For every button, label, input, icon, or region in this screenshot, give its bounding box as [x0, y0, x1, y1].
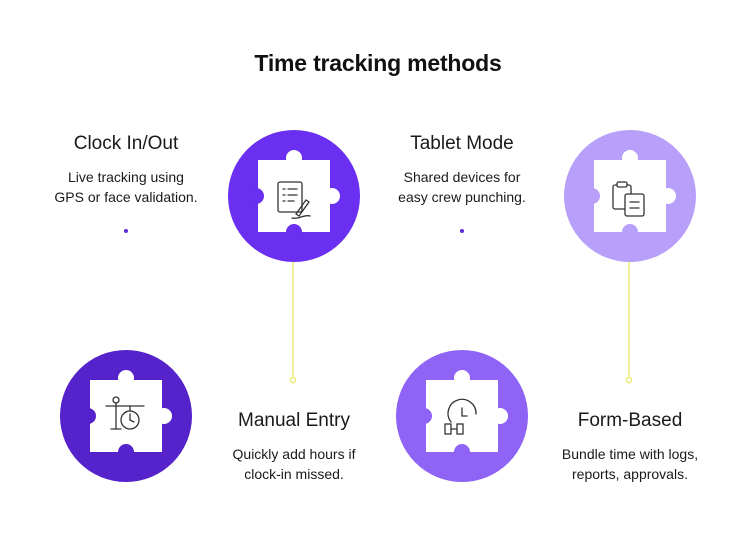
clipboard-copy-icon: [612, 181, 645, 217]
method-circle-form-based: [396, 350, 528, 482]
puzzle-piece-icon: [80, 370, 172, 460]
bullet-dot: [460, 229, 464, 233]
method-circle-tablet-mode: [564, 130, 696, 262]
page-title: Time tracking methods: [254, 50, 502, 76]
method-description-tablet-mode: Shared devices for easy crew punching.: [398, 169, 526, 205]
method-heading-manual-entry: Manual Entry: [238, 410, 350, 431]
method-heading-clock-in-out: Clock In/Out: [73, 133, 179, 154]
method-circle-clock-in-out: [228, 130, 360, 262]
method-heading-form-based: Form-Based: [577, 410, 683, 431]
method-description-clock-in-out: Live tracking using GPS or face validati…: [54, 169, 198, 205]
method-description-form-based: Bundle time with logs, reports, approval…: [561, 446, 699, 482]
method-circle-manual-entry: [60, 350, 192, 482]
document-edit-icon: [277, 181, 311, 220]
clock-workflow-icon: [444, 398, 477, 435]
puzzle-piece-icon: [248, 150, 340, 240]
bullet-dot: [124, 229, 128, 233]
method-heading-tablet-mode: Tablet Mode: [410, 133, 514, 154]
connector-end-left: [289, 376, 297, 384]
puzzle-piece-icon: [584, 150, 676, 240]
connector-end-right: [625, 376, 633, 384]
method-description-manual-entry: Quickly add hours if clock-in missed.: [232, 446, 356, 482]
wall-clock-icon: [105, 396, 145, 430]
